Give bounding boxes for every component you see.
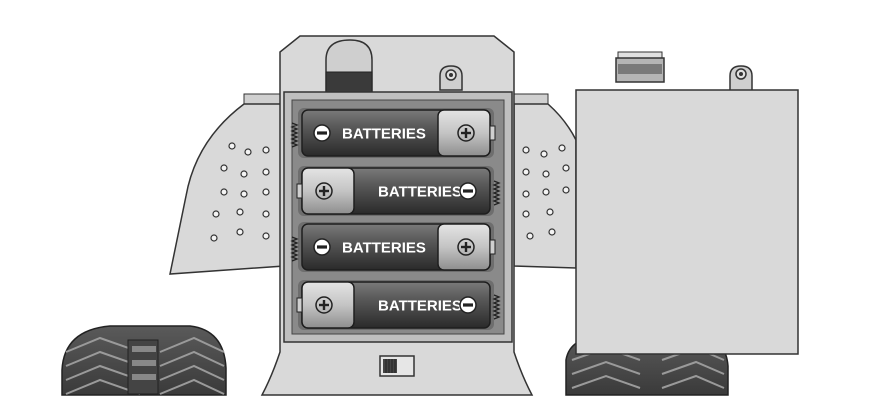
minus-bar xyxy=(463,189,473,193)
plus-bar-v xyxy=(322,186,326,196)
plus-bar-v xyxy=(464,242,468,252)
minus-bar xyxy=(463,303,473,307)
minus-bar xyxy=(317,245,327,249)
contact-spring xyxy=(290,236,299,262)
screw-post xyxy=(439,65,463,91)
left-track xyxy=(61,325,227,396)
plus-terminal-icon xyxy=(315,296,333,314)
plus-bar-v xyxy=(322,300,326,310)
contact-spring xyxy=(492,294,501,320)
plus-terminal-icon xyxy=(315,182,333,200)
contact-spring xyxy=(290,122,299,148)
battery-2: BATTERIES xyxy=(296,166,501,216)
right-wing-speaker xyxy=(513,93,577,269)
battery-cover xyxy=(575,51,799,355)
positive-nub xyxy=(296,183,303,199)
battery-label: BATTERIES xyxy=(342,240,426,257)
light-dome xyxy=(325,39,373,93)
plus-terminal-icon xyxy=(457,124,475,142)
plus-terminal-icon xyxy=(457,238,475,256)
battery-4: BATTERIES xyxy=(296,280,501,330)
positive-nub xyxy=(489,239,496,255)
battery-label: BATTERIES xyxy=(378,298,462,315)
plus-bar-v xyxy=(464,128,468,138)
contact-spring xyxy=(492,180,501,206)
battery-label: BATTERIES xyxy=(378,184,462,201)
battery-3: BATTERIES xyxy=(290,222,496,272)
battery-1: BATTERIES xyxy=(290,108,496,158)
batteries-group: BATTERIES BATTERIES BATTERIES BATTERIES xyxy=(290,108,501,330)
battery-label: BATTERIES xyxy=(342,126,426,143)
positive-nub xyxy=(489,125,496,141)
positive-nub xyxy=(296,297,303,313)
left-wing-speaker xyxy=(169,93,285,275)
power-switch[interactable] xyxy=(379,355,415,377)
minus-bar xyxy=(317,131,327,135)
